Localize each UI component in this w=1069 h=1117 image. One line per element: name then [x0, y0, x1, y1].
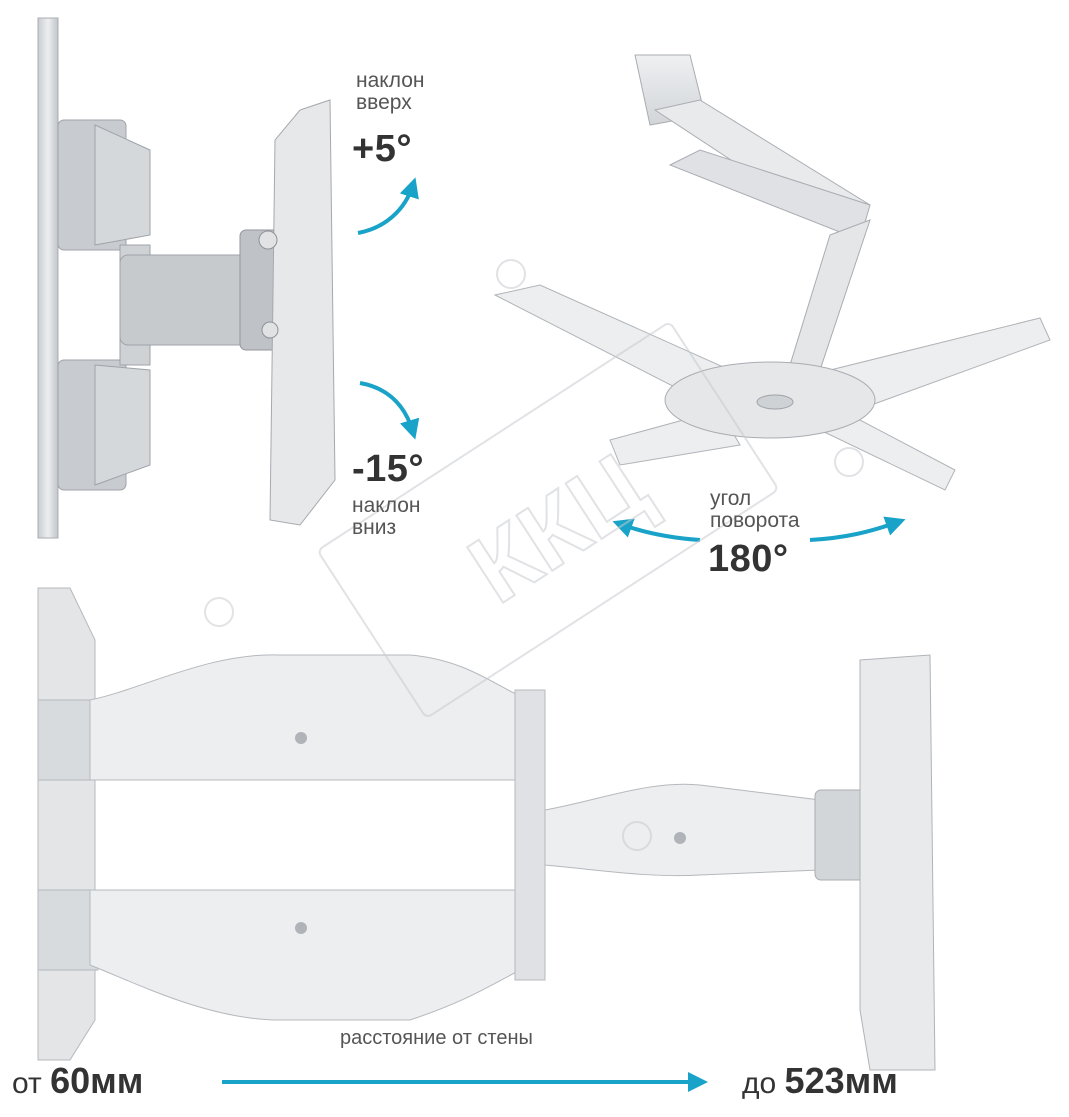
swivel-label: угол поворота [710, 487, 800, 533]
distance-caption: расстояние от стены [340, 1027, 533, 1049]
tilt-down-label: наклон вниз [352, 494, 421, 540]
tilt-up-value: +5° [352, 128, 413, 170]
tilt-down-value: -15° [352, 448, 425, 490]
swivel-value: 180° [708, 538, 789, 580]
perspective-view-mount [493, 54, 1051, 491]
swivel-right-arrow [809, 516, 906, 542]
swivel-left-arrow [612, 518, 701, 542]
side-view-mount [37, 17, 336, 539]
tilt-up-label: наклон вверх [356, 69, 425, 115]
distance-from: от 60мм [12, 1060, 144, 1101]
extended-arm-view [37, 587, 936, 1071]
distance-to: до 523мм [742, 1060, 898, 1101]
tilt-up-arrow [357, 177, 419, 235]
tilt-down-arrow [359, 381, 420, 440]
